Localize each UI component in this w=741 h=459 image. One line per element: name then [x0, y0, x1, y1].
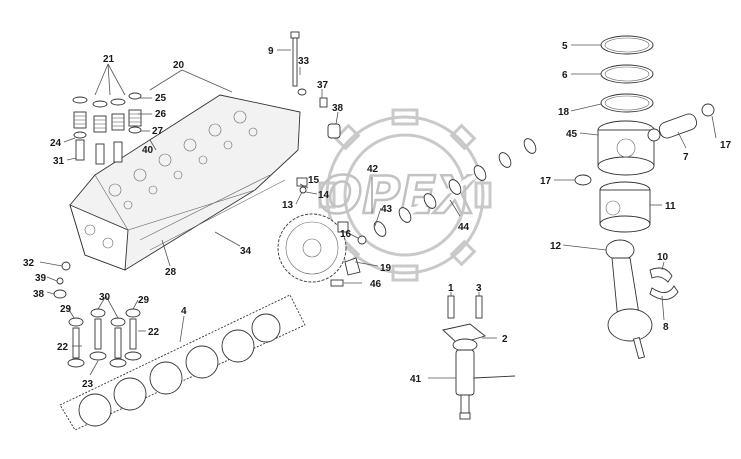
- piston: [574, 103, 715, 186]
- callout-27: 27: [152, 126, 164, 137]
- callout-44: 44: [458, 222, 470, 233]
- small-parts-13-15: [296, 177, 367, 245]
- callout-23: 23: [82, 379, 94, 390]
- callout-5: 5: [562, 41, 568, 52]
- callout-20: 20: [173, 60, 185, 71]
- callout-10: 10: [657, 252, 669, 263]
- callout-38b: 38: [33, 289, 45, 300]
- callout-26: 26: [155, 109, 167, 120]
- callout-4: 4: [181, 306, 187, 317]
- valves: [67, 308, 142, 368]
- seals-left: [53, 261, 71, 299]
- callout-29b: 29: [138, 295, 150, 306]
- callout-38: 38: [332, 103, 344, 114]
- cylinder-head: [69, 94, 301, 271]
- callout-31: 31: [53, 156, 65, 167]
- callout-13: 13: [282, 200, 294, 211]
- injector: [442, 295, 516, 420]
- callout-17a: 17: [720, 140, 732, 151]
- callout-19: 19: [380, 263, 392, 274]
- callout-41: 41: [410, 374, 422, 385]
- callout-1: 1: [448, 283, 454, 294]
- piston-skirt: [599, 181, 651, 233]
- callout-14: 14: [318, 190, 330, 201]
- leader-lines: [39, 44, 717, 379]
- callout-42: 42: [367, 164, 379, 175]
- callout-22b: 22: [148, 327, 160, 338]
- callout-12: 12: [550, 241, 562, 252]
- callout-3: 3: [476, 283, 482, 294]
- callout-18: 18: [558, 107, 570, 118]
- callout-34: 34: [240, 246, 252, 257]
- callout-8: 8: [663, 322, 669, 333]
- callout-21: 21: [103, 54, 115, 65]
- callout-22a: 22: [57, 342, 69, 353]
- callout-15: 15: [308, 175, 320, 186]
- callout-24: 24: [50, 138, 62, 149]
- callout-40: 40: [142, 145, 154, 156]
- callout-32: 32: [23, 258, 35, 269]
- callout-6: 6: [562, 70, 568, 81]
- callout-28: 28: [165, 267, 177, 278]
- callout-43: 43: [381, 204, 393, 215]
- callout-7: 7: [683, 152, 689, 163]
- callout-46: 46: [370, 279, 382, 290]
- callout-16: 16: [340, 229, 352, 240]
- callout-39: 39: [35, 273, 47, 284]
- callout-29a: 29: [60, 304, 72, 315]
- callout-45: 45: [566, 129, 578, 140]
- connecting-rod: [605, 239, 679, 359]
- callout-25: 25: [155, 93, 167, 104]
- callout-9: 9: [268, 46, 274, 57]
- callout-33: 33: [298, 56, 310, 67]
- callout-30: 30: [99, 292, 111, 303]
- valve-spring-set: [72, 92, 142, 165]
- head-bolt: [290, 31, 341, 139]
- callout-17b: 17: [540, 176, 552, 187]
- callout-labels: 9 33 37 38 20 21 25 26 24 27 40 31 15 13…: [23, 41, 732, 390]
- callout-2: 2: [502, 334, 508, 345]
- piston-rings: [600, 35, 654, 113]
- camshaft-gear: [277, 213, 361, 287]
- camshaft: [358, 132, 552, 243]
- callout-11: 11: [665, 201, 676, 212]
- callout-37: 37: [317, 80, 329, 91]
- head-gasket: [59, 294, 306, 431]
